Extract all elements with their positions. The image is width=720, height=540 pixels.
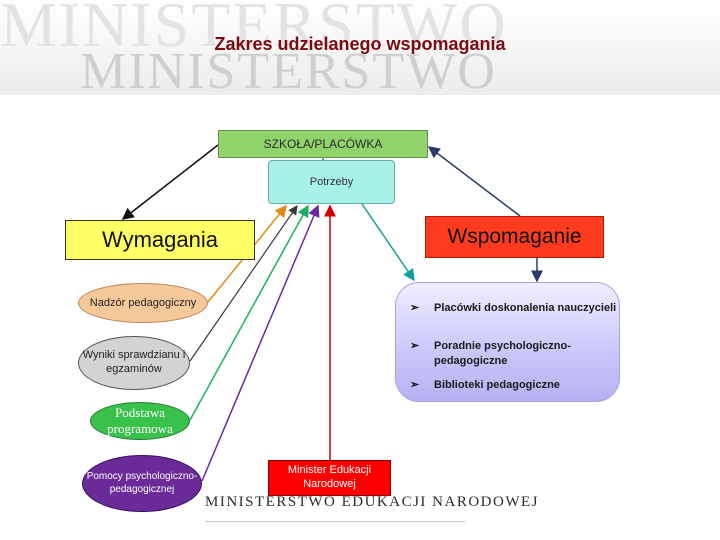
aid-node: Pomocy psychologiczno-pedagogicznej [82, 455, 202, 512]
arrowhead-bullet-icon: ➢ [410, 379, 420, 391]
support-institutions-panel: ➢ Placówki doskonalenia nauczycieli ➢ Po… [395, 282, 620, 402]
minister-node: Minister Edukacji Narodowej [268, 460, 391, 496]
school-node: SZKOŁA/PLACÓWKA [218, 130, 428, 158]
arrow-aid-to-needs [201, 204, 320, 482]
ministry-logo-text: MINISTERSTWO EDUKACJI NARODOWEJ [205, 494, 539, 510]
watermark-line-1: MINISTERSTWO [0, 0, 508, 60]
support-list-label: Biblioteki pedagogiczne [434, 379, 560, 391]
support-list-item: ➢ Biblioteki pedagogiczne [410, 378, 560, 393]
needs-node: Potrzeby [268, 160, 395, 204]
arrowhead-bullet-icon: ➢ [410, 302, 420, 314]
supervision-node: Nadzór pedagogiczny [78, 283, 208, 323]
watermark-line-2: MINISTERSTWO [80, 43, 497, 95]
page-title: Zakres udzielanego wspomagania [214, 34, 506, 54]
support-list-label: Placówki doskonalenia nauczycieli [434, 302, 617, 314]
support-list-item: ➢ Placówki doskonalenia nauczycieli [410, 301, 616, 316]
curriculum-node: Podstawa programowa [90, 402, 190, 440]
arrow-support-to-school [427, 146, 521, 217]
results-node: Wyniki sprawdzianu i egzaminów [78, 336, 190, 390]
requirements-node: Wymagania [65, 220, 255, 260]
footer-divider [205, 521, 465, 522]
arrow-results-to-needs [189, 205, 298, 362]
support-node: Wspomaganie [425, 216, 604, 258]
arrowhead-bullet-icon: ➢ [410, 340, 420, 352]
arrow-curriculum-to-needs [189, 204, 309, 421]
support-list-label: Poradnie psychologiczno-pedagogiczne [434, 340, 571, 367]
header-background: MINISTERSTWO MINISTERSTWO [0, 0, 720, 95]
support-list-item: ➢ Poradnie psychologiczno-pedagogiczne [410, 339, 619, 369]
arrow-school-to-requirements [121, 144, 219, 220]
arrow-needs-to-panel [361, 203, 415, 282]
